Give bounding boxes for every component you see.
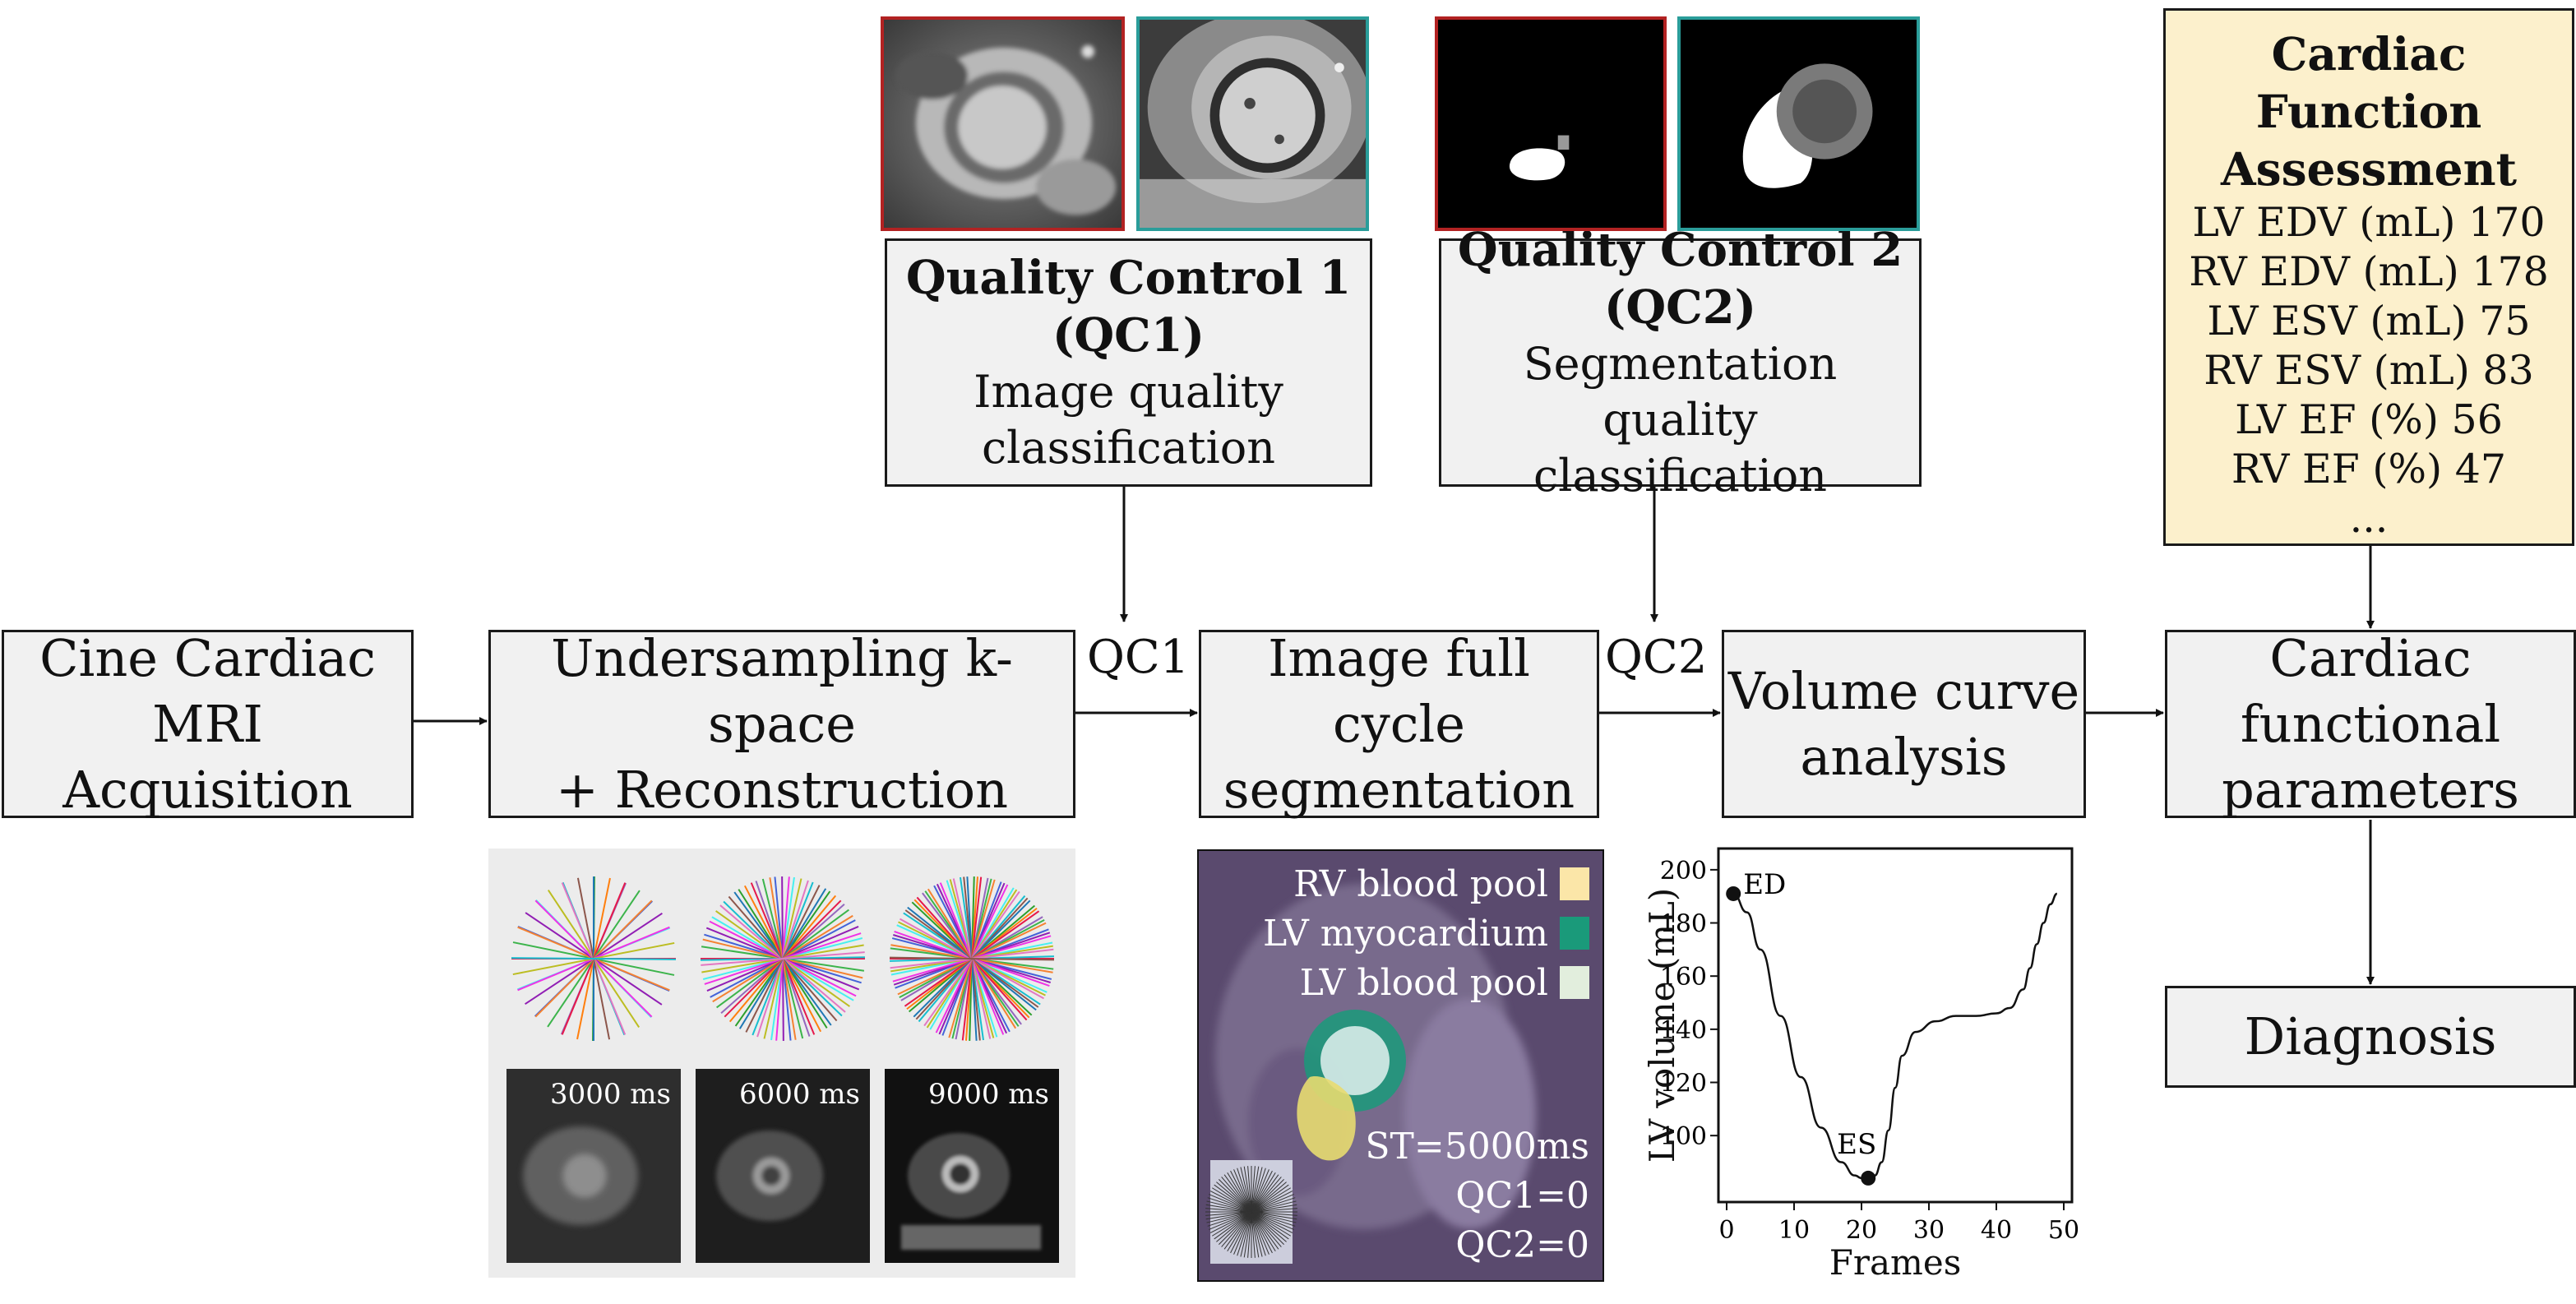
parameters-line-2: functional <box>2240 693 2501 754</box>
qc1-subtitle-1: Image quality <box>974 366 1283 418</box>
cfa-param: LV ESV (mL) 75 <box>2207 298 2531 344</box>
recon-time-label: 6000 ms <box>739 1078 860 1111</box>
annotation-label: ED <box>1743 868 1786 901</box>
legend-label: LV myocardium <box>1262 912 1548 955</box>
seg-overlay-info: ST=5000ms QC1=0 QC2=0 <box>1365 1122 1589 1270</box>
scan-time-label: ST=5000ms <box>1365 1126 1589 1168</box>
acquisition-line-3: Acquisition <box>62 759 353 820</box>
y-tick-label: 180 <box>1660 910 1707 939</box>
y-tick-label: 160 <box>1660 963 1707 992</box>
segmentation-line-1: Image full cycle <box>1268 627 1530 754</box>
annotation-point <box>1726 886 1741 901</box>
chart-xlabel: Frames <box>1829 1242 1962 1283</box>
mini-trajectory-spoke <box>1205 1208 1297 1216</box>
volume-line-2: analysis <box>1800 726 2008 787</box>
radial-trajectory-1 <box>511 876 677 1042</box>
legend-swatch <box>1560 966 1589 999</box>
qc1-value-label: QC1=0 <box>1455 1175 1589 1217</box>
recon-image-9000ms: 9000 ms <box>885 1069 1059 1263</box>
y-tick-label: 100 <box>1660 1122 1707 1151</box>
reconstruction-line-1: Undersampling k-space <box>551 627 1013 754</box>
recon-image-3000ms: 3000 ms <box>506 1069 681 1263</box>
cfa-param: LV EF (%) 56 <box>2235 396 2503 443</box>
legend-swatch <box>1560 917 1589 950</box>
qc2-subtitle-2: classification <box>1533 450 1828 502</box>
y-tick-label: 120 <box>1660 1070 1707 1098</box>
segmentation-line-2: segmentation <box>1223 759 1575 820</box>
legend-label: LV blood pool <box>1299 961 1548 1004</box>
acquisition-line-2: MRI <box>152 693 263 754</box>
qc1-box: Quality Control 1 (QC1) Image quality cl… <box>885 238 1372 487</box>
cfa-param: RV EF (%) 47 <box>2231 446 2507 492</box>
chart-frame <box>1717 847 2074 1204</box>
reconstruction-box: Undersampling k-space + Reconstruction <box>488 628 1075 820</box>
seg-legend: RV blood pool LV myocardium LV blood poo… <box>1263 859 1589 1007</box>
x-tick-label: 0 <box>1718 1216 1734 1245</box>
qc1-title-2: (QC1) <box>1052 308 1205 363</box>
recon-time-label: 9000 ms <box>928 1078 1049 1111</box>
segmentation-box: Image full cycle segmentation <box>1199 628 1599 820</box>
qc1-good-quality-mri-image <box>1136 16 1369 231</box>
qc1-title-1: Quality Control 1 <box>905 251 1352 305</box>
x-tick-label: 30 <box>1913 1216 1945 1245</box>
x-tick-label: 50 <box>2048 1216 2079 1245</box>
qc1-low-quality-mri-image <box>881 16 1125 231</box>
segmentation-overlay-panel: RV blood pool LV myocardium LV blood poo… <box>1197 849 1604 1282</box>
parameters-line-3: parameters <box>2222 759 2519 820</box>
trajectory-spoke <box>511 957 677 960</box>
legend-swatch <box>1560 867 1589 900</box>
reconstruction-panel: 3000 ms 6000 ms 9000 ms <box>488 849 1075 1278</box>
legend-label: RV blood pool <box>1293 862 1548 905</box>
x-tick-label: 20 <box>1846 1216 1877 1245</box>
chart-ylabel: LV volume (mL) <box>1642 888 1682 1163</box>
volume-analysis-box: Volume curve analysis <box>1722 630 2086 818</box>
acquisition-line-1: Cine Cardiac <box>39 627 376 688</box>
cfa-param: RV EDV (mL) 178 <box>2189 248 2549 295</box>
qc2-edge-label: QC2 <box>1605 631 1708 684</box>
cfa-title-1: Cardiac <box>2271 27 2467 81</box>
cfa-title-2: Function <box>2255 85 2482 138</box>
qc2-bad-segmentation-mask <box>1435 16 1667 231</box>
x-tick-label: 10 <box>1778 1216 1810 1245</box>
diagnosis-label: Diagnosis <box>2244 1006 2497 1066</box>
cfa-param: ... <box>2349 495 2389 542</box>
chart-series-line <box>1732 892 2058 1180</box>
y-tick-label: 140 <box>1660 1016 1707 1045</box>
cfa-title-3: Assessment <box>2220 142 2518 196</box>
lv-volume-chart: 100 120 140 160 180 200 0 10 20 30 40 50 ED ES Fram… <box>1642 847 2079 1283</box>
qc2-title-1: Quality Control 2 <box>1457 223 1903 277</box>
diagnosis-box: Diagnosis <box>2165 986 2576 1088</box>
annotation-label: ES <box>1837 1128 1876 1161</box>
volume-line-1: Volume curve <box>1727 660 2080 721</box>
radial-trajectory-2 <box>700 876 866 1042</box>
trajectory-spoke <box>889 956 1055 961</box>
reconstruction-line-2: + Reconstruction <box>555 759 1009 820</box>
qc2-box: Quality Control 2 (QC2) Segmentation qua… <box>1439 223 1922 502</box>
qc1-edge-label: QC1 <box>1087 631 1190 684</box>
y-tick-label: 200 <box>1660 857 1707 886</box>
legend-row-rv-blood-pool: RV blood pool <box>1263 859 1589 909</box>
cfa-param: RV ESV (mL) 83 <box>2204 347 2534 394</box>
qc2-value-label: QC2=0 <box>1455 1224 1589 1266</box>
qc1-subtitle-2: classification <box>981 422 1276 474</box>
recon-image-6000ms: 6000 ms <box>696 1069 870 1263</box>
qc2-subtitle-1: Segmentation quality <box>1523 338 1838 446</box>
legend-row-lv-blood-pool: LV blood pool <box>1263 958 1589 1007</box>
annotation-point <box>1861 1170 1876 1186</box>
qc2-good-segmentation-mask <box>1677 16 1920 231</box>
acquisition-box: Cine Cardiac MRI Acquisition <box>2 628 414 820</box>
legend-row-lv-myocardium: LV myocardium <box>1263 909 1589 958</box>
recon-time-label: 3000 ms <box>550 1078 671 1111</box>
parameters-line-1: Cardiac <box>2269 627 2472 688</box>
trajectory-spoke <box>701 951 865 966</box>
cfa-param: LV EDV (mL) 170 <box>2192 199 2546 246</box>
cardiac-function-assessment-box: Cardiac Function Assessment LV EDV (mL) … <box>2163 8 2574 546</box>
qc2-title-2: (QC2) <box>1603 280 1757 335</box>
radial-trajectory-3 <box>889 876 1055 1041</box>
parameters-box: Cardiac functional parameters <box>2165 628 2576 820</box>
x-tick-label: 40 <box>1981 1216 2012 1245</box>
